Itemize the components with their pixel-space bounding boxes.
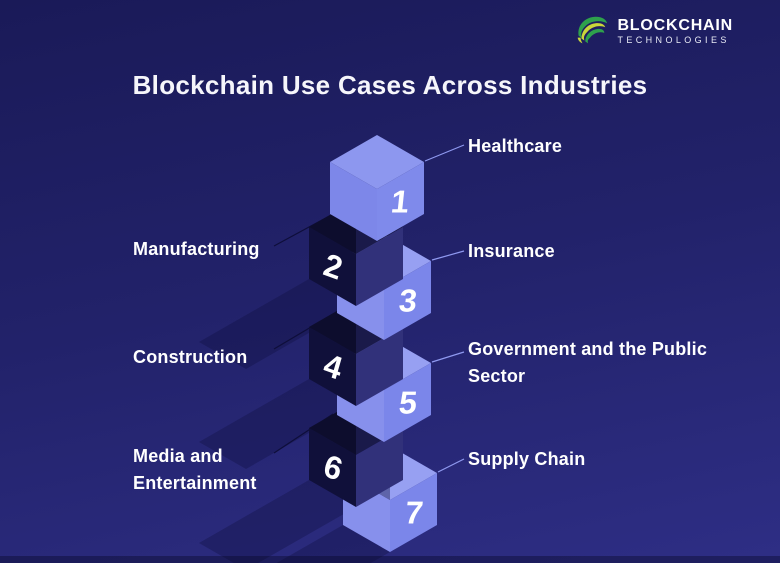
cube-2-right-face [356, 227, 403, 306]
cube-1 [330, 135, 424, 241]
brand-name: BLOCKCHAIN [617, 17, 733, 34]
bottom-shadow-strip [0, 556, 780, 563]
label-healthcare: Healthcare [468, 136, 563, 156]
government-line [431, 351, 465, 363]
label-supply-chain: Supply Chain [468, 449, 586, 469]
page-title: Blockchain Use Cases Across Industries [132, 70, 648, 100]
cube-7-right-face [390, 473, 437, 552]
label-insurance: Insurance [468, 241, 555, 261]
brand-subname: TECHNOLOGIES [617, 35, 730, 45]
cube-6-right-face [356, 428, 403, 507]
green-swirl-leaf-icon [578, 16, 608, 44]
supply-chain-line [437, 458, 465, 473]
cube-4 [309, 300, 403, 406]
cast-shadows [199, 279, 390, 563]
insurance-line [431, 250, 465, 261]
label-media: Media and Entertainment [133, 446, 257, 493]
cube-2-left-face [309, 227, 356, 306]
healthcare-line [424, 144, 465, 162]
cube-5-right-face [384, 363, 431, 442]
label-manufacturing: Manufacturing [133, 239, 260, 259]
label-government: Government and the Public Sector [468, 339, 708, 386]
cube-4-left-face [309, 327, 356, 406]
cube-3-right-face [384, 261, 431, 340]
label-construction: Construction [133, 347, 248, 367]
cube-1-left-face [330, 162, 377, 241]
cube-1-right-face [377, 162, 424, 241]
cube-6-left-face [309, 428, 356, 507]
brand-logo: BLOCKCHAIN TECHNOLOGIES [572, 12, 733, 50]
cube-4-right-face [356, 327, 403, 406]
